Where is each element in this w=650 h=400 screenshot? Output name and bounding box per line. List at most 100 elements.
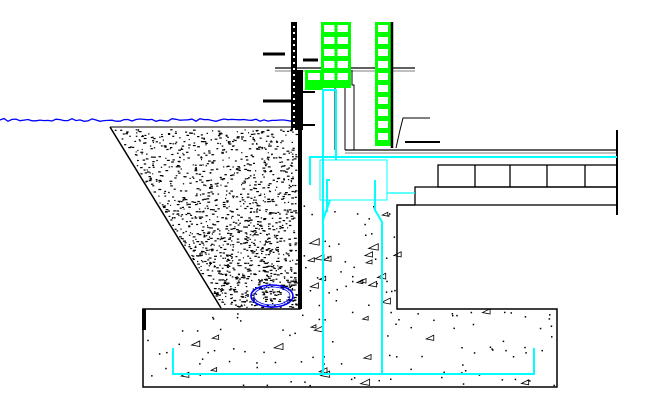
gravel-dot	[236, 262, 240, 264]
gravel-dot	[235, 196, 239, 198]
aggregate-dot	[236, 316, 239, 319]
gravel-dot	[230, 294, 233, 296]
gravel-dot	[217, 142, 219, 144]
gravel-dot	[262, 260, 265, 263]
gravel-dot	[158, 181, 160, 183]
gravel-dot	[207, 195, 211, 197]
gravel-dot	[226, 258, 230, 260]
gravel-dot	[272, 281, 275, 283]
gravel-dot	[180, 168, 182, 170]
gravel-dot	[261, 306, 265, 308]
gravel-dot	[181, 206, 184, 208]
gravel-dot	[266, 233, 268, 236]
gravel-dot	[222, 257, 224, 259]
gravel-dot	[287, 194, 291, 196]
gravel-dot	[212, 130, 214, 132]
gravel-dot	[290, 151, 292, 153]
gravel-dot	[259, 241, 261, 243]
gravel-dot	[187, 157, 190, 159]
gravel-dot	[280, 273, 283, 275]
gravel-dot	[231, 249, 234, 251]
gravel-dot	[234, 139, 237, 142]
gravel-dot	[293, 237, 297, 239]
gravel-dot	[282, 130, 285, 132]
gravel-dot	[137, 159, 139, 162]
gravel-dot	[224, 280, 227, 282]
gravel-dot	[249, 234, 252, 236]
gravel-dot	[256, 202, 258, 205]
gravel-dot	[265, 291, 269, 293]
gravel-dot	[218, 271, 221, 273]
gravel-dot	[290, 164, 292, 166]
gravel-dot	[288, 299, 291, 301]
gravel-dot	[208, 152, 211, 154]
gravel-dot	[282, 220, 286, 222]
gravel-dot	[180, 215, 182, 217]
wall-tick	[293, 56, 295, 58]
gravel-dot	[276, 145, 279, 148]
gravel-dot	[219, 252, 222, 254]
gravel-dot	[200, 134, 203, 136]
gravel-dot	[254, 181, 257, 183]
gravel-dot	[292, 184, 294, 187]
masonry-cell	[378, 109, 388, 116]
gravel-dot	[227, 232, 230, 234]
gravel-dot	[263, 218, 266, 221]
gravel-dot	[200, 222, 203, 224]
gravel-dot	[230, 244, 232, 246]
gravel-dot	[228, 271, 231, 273]
gravel-dot	[170, 147, 173, 149]
gravel-dot	[244, 168, 247, 170]
gravel-dot	[232, 197, 234, 199]
gravel-dot	[189, 232, 192, 234]
gravel-dot	[135, 151, 137, 153]
gravel-dot	[277, 211, 280, 213]
aggregate-dot	[396, 356, 398, 358]
gravel-dot	[225, 217, 227, 219]
masonry-blocks	[305, 22, 391, 146]
gravel-dot	[198, 243, 201, 245]
gravel-dot	[228, 192, 231, 194]
gravel-dot	[205, 253, 207, 255]
gravel-dot	[217, 130, 221, 132]
gravel-dot	[260, 280, 263, 282]
gravel-dot	[267, 129, 270, 131]
gravel-dot	[137, 149, 139, 152]
gravel-dot	[233, 291, 237, 293]
gravel-dot	[211, 249, 214, 251]
gravel-dot	[167, 210, 171, 212]
gravel-dot	[210, 187, 213, 189]
gravel-dot	[149, 172, 151, 174]
aggregate-dot	[336, 288, 338, 291]
aggregate-dot	[340, 363, 343, 365]
gravel-dot	[152, 140, 155, 142]
gravel-dot	[143, 163, 147, 165]
gravel-dot	[183, 232, 185, 234]
gravel-dot	[245, 294, 247, 297]
gravel-dot	[267, 152, 269, 154]
gravel-dot	[294, 289, 296, 291]
gravel-dot	[271, 266, 274, 268]
aggregate-dot	[441, 376, 443, 379]
gravel-dot	[202, 247, 204, 249]
gravel-dot	[160, 166, 163, 168]
gravel-dot	[232, 267, 235, 269]
aggregate-triangle	[392, 251, 402, 258]
gravel-dot	[251, 294, 254, 296]
aggregate-dot	[491, 348, 493, 350]
gravel-dot	[246, 306, 248, 308]
gravel-dot	[224, 257, 226, 259]
aggregate-dot	[421, 355, 423, 358]
gravel-dot	[192, 240, 194, 242]
gravel-dot	[295, 154, 297, 156]
gravel-dot	[270, 275, 272, 277]
gravel-dot	[283, 209, 286, 211]
gravel-dot	[211, 193, 214, 195]
gravel-dot	[208, 265, 211, 267]
gravel-dot	[245, 238, 247, 240]
gravel-dot	[259, 280, 262, 282]
aggregate-dot	[368, 304, 370, 306]
gravel-dot	[263, 257, 266, 259]
gravel-dot	[261, 227, 264, 230]
gravel-dot	[295, 190, 298, 192]
